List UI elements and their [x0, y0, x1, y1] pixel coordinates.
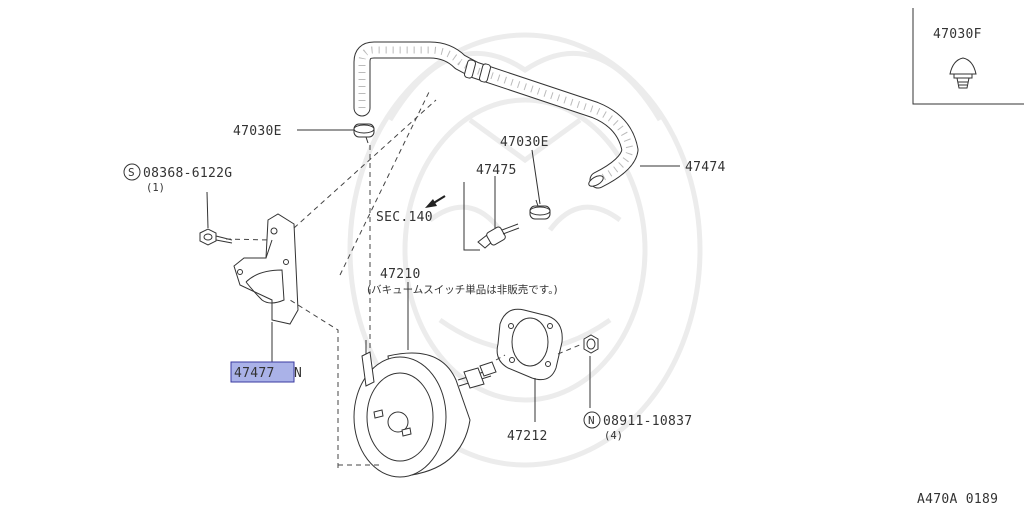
arrow-icon — [425, 199, 437, 208]
part-label-47030e-lower[interactable]: 47030E — [500, 135, 549, 150]
highlight-box — [230, 361, 295, 383]
bolt-quantity: (1) — [146, 182, 165, 194]
inset-frame — [912, 8, 1024, 105]
part-label-47474[interactable]: 47474 — [685, 160, 726, 175]
section-reference[interactable]: SEC.140 — [376, 210, 433, 225]
clip-47030f-icon — [949, 57, 977, 89]
gasket-icon — [496, 308, 563, 381]
part-label-bolt-code[interactable]: 08368-6122G — [143, 166, 232, 181]
assembly-dashed-lines — [225, 89, 583, 468]
bolt-symbol-letter: S — [128, 166, 135, 179]
check-valve-icon — [477, 223, 520, 249]
hose-clamp-icon-2 — [529, 199, 551, 220]
brake-booster-icon — [353, 340, 497, 478]
part-label-47477-suffix: N — [294, 366, 302, 381]
bolt-icon — [199, 228, 233, 246]
bolt-symbol: S — [123, 163, 141, 181]
sec-140-bracket — [425, 182, 480, 251]
nut-symbol: N — [583, 411, 601, 429]
nut-quantity: (4) — [604, 430, 623, 442]
leader-lines — [206, 129, 680, 422]
vacuum-switch-note: (バキュームスイッチ単品は非販売です。) — [367, 283, 558, 296]
part-label-47030e-upper[interactable]: 47030E — [233, 124, 282, 139]
nut-symbol-letter: N — [588, 414, 595, 427]
watermark-emblem — [347, 32, 703, 468]
diagram-code: A470A 0189 — [917, 492, 998, 507]
part-label-nut-code[interactable]: 08911-10837 — [603, 414, 692, 429]
vacuum-hose-icon — [353, 41, 639, 189]
bracket-icon — [233, 213, 299, 325]
part-label-47475[interactable]: 47475 — [476, 163, 517, 178]
part-label-47477[interactable]: 47477 — [234, 366, 275, 381]
part-label-47212[interactable]: 47212 — [507, 429, 548, 444]
hose-clamp-icon — [353, 123, 375, 144]
nut-icon — [583, 334, 599, 354]
part-label-47030f[interactable]: 47030F — [933, 27, 982, 42]
part-label-47210[interactable]: 47210 — [380, 267, 421, 282]
